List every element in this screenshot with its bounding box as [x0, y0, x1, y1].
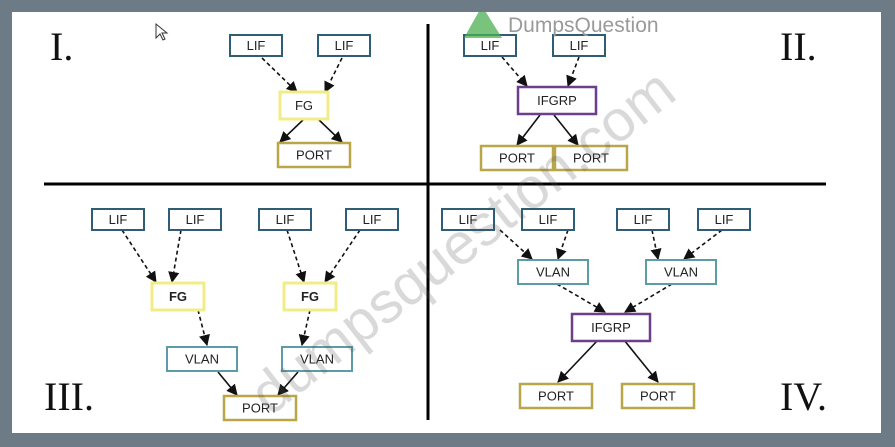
q3-port-box: PORT [222, 394, 298, 422]
q2-ifgrp-to-port-b [553, 114, 579, 146]
svg-text:PORT: PORT [296, 148, 332, 163]
svg-text:LIF: LIF [715, 212, 734, 227]
svg-text:IFGRP: IFGRP [591, 320, 631, 335]
q1-lif-a-box: LIF [229, 34, 283, 57]
q1-fg-box: FG [278, 90, 330, 121]
q3-vlan-b-box: VLAN [281, 346, 353, 372]
svg-text:IFGRP: IFGRP [537, 93, 577, 108]
svg-text:PORT: PORT [242, 401, 278, 416]
q1-port-box: PORT [276, 141, 352, 169]
q4-lif-a-box: LIF [441, 208, 495, 231]
q2-port-a-box: PORT [479, 144, 555, 172]
q4-ifgrp-box: IFGRP [570, 312, 652, 343]
q2-ifgrp-to-port-a [516, 114, 541, 146]
svg-text:LIF: LIF [481, 38, 500, 53]
q4-lif-d-box: LIF [697, 208, 751, 231]
numeral-iv: IV. [780, 374, 827, 419]
q3-lif-b-to-fg-a [168, 229, 182, 284]
q4-vlan-b-to-ifgrp [624, 283, 673, 313]
svg-text:PORT: PORT [640, 389, 676, 404]
svg-text:LIF: LIF [335, 38, 354, 53]
svg-text:PORT: PORT [499, 151, 535, 166]
svg-text:PORT: PORT [573, 151, 609, 166]
q4-ifgrp-to-port-b [623, 339, 659, 383]
q4-port-a-box: PORT [518, 382, 594, 410]
svg-text:LIF: LIF [363, 212, 382, 227]
q2-ifgrp-box: IFGRP [516, 85, 598, 116]
q4-port-b-box: PORT [620, 382, 696, 410]
q3-lif-b-box: LIF [168, 208, 222, 231]
svg-text:LIF: LIF [247, 38, 266, 53]
watermark-brand: DumpsQuestion [464, 12, 659, 38]
q3-fg-b-to-vlan-b [298, 309, 311, 347]
cursor-icon [155, 22, 169, 41]
q4-vlan-a-box: VLAN [517, 259, 589, 285]
q4-lif-b-to-vlan-a [555, 229, 569, 261]
connectors [121, 56, 723, 396]
q2-lif-b-box: LIF [552, 34, 606, 57]
q3-lif-d-box: LIF [345, 208, 399, 231]
q2-lif-a-to-ifgrp [501, 56, 528, 87]
q4-lif-a-to-vlan-a [499, 229, 533, 260]
svg-text:LIF: LIF [570, 38, 589, 53]
numeral-i: I. [50, 24, 73, 69]
q3-lif-a-box: LIF [91, 208, 145, 231]
svg-text:LIF: LIF [276, 212, 295, 227]
svg-text:FG: FG [301, 289, 319, 304]
q3-fg-b-box: FG [282, 281, 338, 312]
numeral-ii: II. [780, 24, 817, 69]
q1-lif-b-to-fg [324, 57, 343, 94]
svg-text:LIF: LIF [634, 212, 653, 227]
q3-lif-a-to-fg-a [121, 229, 157, 283]
q1-lif-b-box: LIF [317, 34, 371, 57]
q3-vlan-b-to-port [277, 371, 299, 396]
svg-text:PORT: PORT [538, 389, 574, 404]
q3-lif-c-box: LIF [258, 208, 312, 231]
q4-lif-d-to-vlan-b [683, 229, 723, 260]
q1-fg-to-port-right [317, 118, 343, 143]
q1-fg-to-port-left [279, 118, 305, 143]
svg-text:FG: FG [169, 289, 187, 304]
brand-text: DumpsQuestion [508, 14, 659, 37]
brand-logo-icon [464, 12, 502, 38]
svg-text:LIF: LIF [539, 212, 558, 227]
q4-vlan-a-to-ifgrp [556, 283, 606, 313]
q4-vlan-b-box: VLAN [645, 259, 717, 285]
q4-lif-b-box: LIF [521, 208, 575, 231]
q3-lif-c-to-fg-b [286, 229, 307, 284]
svg-text:VLAN: VLAN [536, 265, 570, 280]
q4-ifgrp-to-port-a [557, 339, 599, 383]
svg-text:VLAN: VLAN [185, 352, 219, 367]
svg-text:VLAN: VLAN [300, 352, 334, 367]
q4-lif-c-box: LIF [616, 208, 670, 231]
q3-vlan-a-to-port [217, 371, 238, 396]
network-topology-diagram: I. II. III. IV. LIF [44, 12, 827, 427]
q2-port-b-box: PORT [553, 144, 629, 172]
diagram-frame: I. II. III. IV. LIF [12, 12, 881, 433]
svg-text:LIF: LIF [109, 212, 128, 227]
svg-text:FG: FG [295, 98, 313, 113]
q4-lif-c-to-vlan-b [650, 229, 662, 261]
numeral-iii: III. [44, 374, 94, 419]
svg-text:LIF: LIF [186, 212, 205, 227]
q3-vlan-a-box: VLAN [166, 346, 238, 372]
q1-lif-a-to-fg [261, 57, 298, 93]
q3-fg-a-to-vlan-a [197, 309, 210, 347]
q2-lif-b-to-ifgrp [566, 56, 580, 88]
q2-lif-a-box: LIF [463, 34, 517, 57]
q3-fg-a-box: FG [150, 281, 206, 312]
svg-text:LIF: LIF [459, 212, 478, 227]
svg-text:VLAN: VLAN [664, 265, 698, 280]
q3-lif-d-to-fg-b [324, 229, 361, 283]
